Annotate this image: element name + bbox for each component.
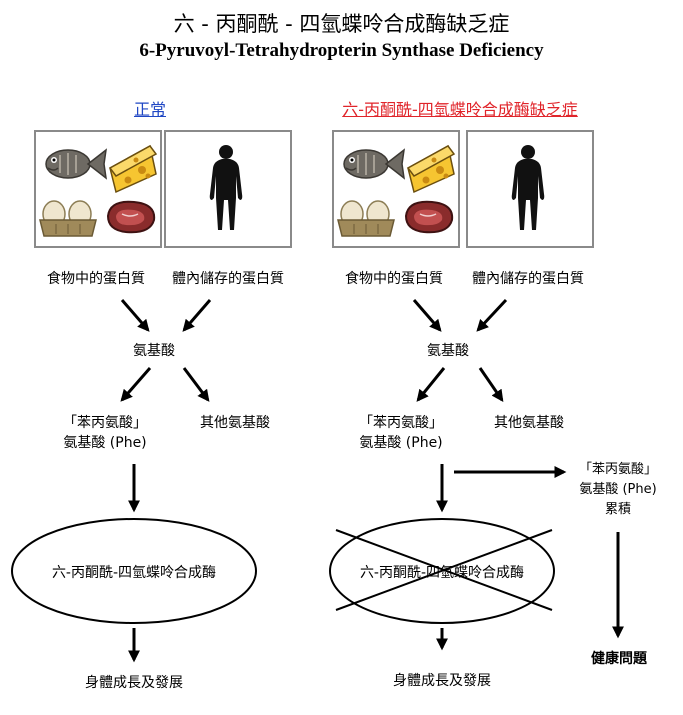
arrow-amino-to-other-normal [182, 367, 210, 402]
phe-label-disease-line2: 氨基酸 (Phe) [359, 435, 443, 451]
arrow-food-to-amino-disease [412, 299, 442, 332]
arrow-amino-to-phe-normal [120, 367, 152, 402]
amino-acids-label-normal: 氨基酸 [133, 343, 175, 359]
other-amino-label-normal: 其他氨基酸 [200, 415, 270, 431]
growth-label-disease: 身體成長及發展 [393, 673, 491, 689]
normal-heading: 正常 [133, 100, 166, 119]
food-protein-label-normal: 食物中的蛋白質 [47, 271, 145, 287]
arrow-amino-to-phe-disease [416, 367, 446, 402]
phe-label-disease-line1: 「苯丙氨酸」 [359, 415, 443, 431]
body-protein-label-normal: 體內儲存的蛋白質 [172, 271, 284, 287]
title-english: 6-Pyruvoyl-Tetrahydropterin Synthase Def… [139, 40, 544, 61]
enzyme-label-normal: 六-丙酮酰-四氫蝶呤合成酶 [51, 565, 217, 581]
enzyme-cross-out [335, 529, 553, 611]
normal-arrows [120, 299, 212, 663]
disease-arrows [412, 298, 624, 639]
health-problems-label: 健康問題 [591, 651, 647, 667]
phe-label-normal-line2: 氨基酸 (Phe) [63, 435, 147, 451]
disease-heading: 六-丙酮酰-四氫蝶呤合成酶缺乏症 [342, 100, 578, 119]
phe-label-normal-line1: 「苯丙氨酸」 [63, 415, 147, 431]
other-amino-label-disease: 其他氨基酸 [494, 415, 564, 431]
arrow-body-to-amino-normal [182, 299, 212, 332]
growth-label-normal: 身體成長及發展 [85, 675, 183, 691]
enzyme-label-disease: 六-丙酮酰-四氫蝶呤合成酶 [359, 565, 525, 581]
arrow-amino-to-other-disease [478, 367, 504, 402]
food-protein-label-disease: 食物中的蛋白質 [345, 271, 443, 287]
arrow-food-to-amino-normal [120, 299, 150, 332]
enzyme-oval-normal [11, 518, 257, 624]
amino-acids-label-disease: 氨基酸 [427, 343, 469, 359]
title-chinese: 六 - 丙酮酰 - 四氫蝶呤合成酶缺乏症 [173, 12, 510, 36]
body-protein-label-disease: 體內儲存的蛋白質 [472, 271, 584, 287]
accumulation-label-line1: 「苯丙氨酸」 [578, 462, 657, 477]
accumulation-label-line3: 累積 [604, 502, 631, 517]
body-panel-disease [466, 130, 594, 248]
accumulation-label-line2: 氨基酸 (Phe) [579, 482, 657, 497]
arrow-body-to-amino-disease [476, 298, 508, 332]
